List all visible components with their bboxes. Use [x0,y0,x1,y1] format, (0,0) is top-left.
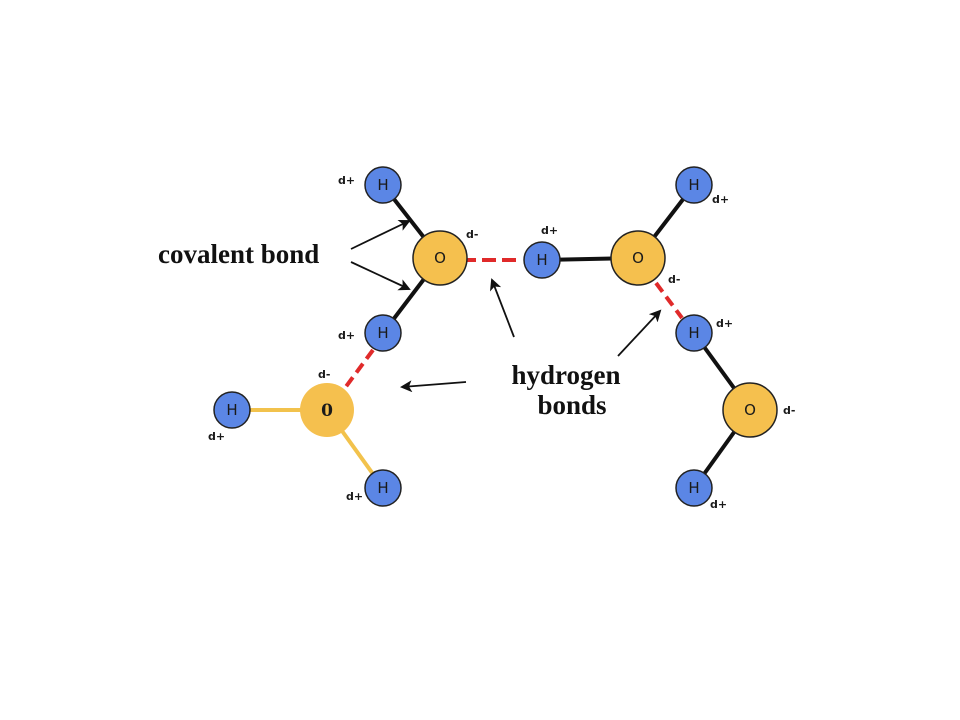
oxygen-atom-highlighted: 0 [300,383,354,437]
svg-text:H: H [688,324,699,342]
svg-text:H: H [226,401,237,419]
svg-text:H: H [377,176,388,194]
arrow-hbond-top [490,278,515,338]
partial-charges: d+ d- d+ d+ d+ d- d+ d- d+ d- d+ d+ [208,174,795,511]
hydrogen-bonds-caption-line1: hydrogen [511,360,620,390]
hydrogen-atom: H [364,314,402,352]
annotation-arrows [350,219,662,393]
hydrogen-bonds [340,258,684,394]
charge-positive: d+ [346,490,363,503]
hydrogen-bonds-caption-line2: bonds [537,390,606,420]
hydrogen-atom: H [364,469,402,507]
charge-negative: d- [668,273,680,286]
svg-text:O: O [434,249,446,267]
charge-positive: d+ [712,193,729,206]
oxygen-atom: O [412,230,468,286]
svg-text:H: H [377,324,388,342]
hydrogen-atom: H [675,166,713,204]
arrow-covalent-lower [350,261,411,291]
svg-text:H: H [688,176,699,194]
hydrogen-bond-dashed [340,348,375,394]
hydrogen-atom: H [523,241,561,279]
charge-positive: d+ [541,224,558,237]
covalent-bond-caption: covalent bond [158,239,319,269]
arrow-hbond-right [617,309,662,357]
hydrogen-atom: H [675,314,713,352]
oxygen-atom: O [610,230,666,286]
charge-negative: d- [783,404,795,417]
hydrogen-atom: H [675,469,713,507]
svg-text:0: 0 [321,401,333,421]
charge-positive: d+ [338,174,355,187]
svg-text:H: H [536,251,547,269]
hydrogen-atoms: H H H H H H H H [213,166,713,507]
svg-text:H: H [377,479,388,497]
arrow-covalent-upper [350,219,411,250]
oxygen-atom: O [722,382,778,438]
hydrogen-atom: H [364,166,402,204]
oxygen-atoms: O O O 0 [300,230,778,438]
charge-negative: d- [466,228,478,241]
charge-negative: d- [318,368,330,381]
svg-text:O: O [632,249,644,267]
hydrogen-bond-dashed [654,281,684,320]
covalent-bonds [232,183,752,490]
arrow-hbond-left [400,380,467,393]
hydrogen-atom: H [213,391,251,429]
svg-text:H: H [688,479,699,497]
charge-positive: d+ [208,430,225,443]
charge-positive: d+ [338,329,355,342]
charge-positive: d+ [716,317,733,330]
svg-text:O: O [744,401,756,419]
charge-positive: d+ [710,498,727,511]
